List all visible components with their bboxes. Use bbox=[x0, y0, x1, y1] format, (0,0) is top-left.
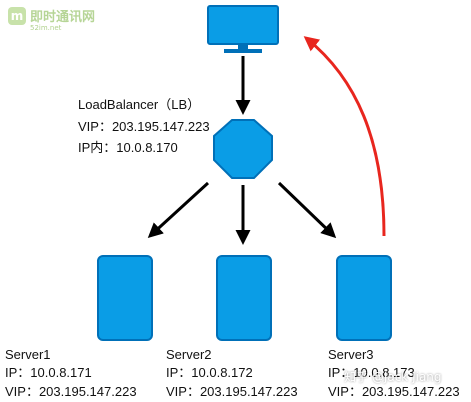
watermark-name: 即时通讯网 bbox=[30, 10, 96, 25]
lb-internal-ip: IP内：10.0.8.170 bbox=[78, 140, 178, 155]
server2-name: Server2 bbox=[166, 347, 212, 362]
server1-name: Server1 bbox=[5, 347, 51, 362]
server1-vip: VIP：203.195.147.223 bbox=[5, 384, 137, 399]
watermark-zhihu: 知乎 @Jack Jiang bbox=[344, 370, 442, 384]
server3-vip: VIP：203.195.147.223 bbox=[328, 384, 460, 399]
watermark-logo: m 即时通讯网 bbox=[8, 6, 95, 25]
server2-ip: IP：10.0.8.172 bbox=[166, 365, 253, 380]
return-arrow-server3-to-client bbox=[303, 36, 386, 237]
arrow-lb-to-server1 bbox=[147, 181, 210, 239]
server1-ip: IP：10.0.8.171 bbox=[5, 365, 92, 380]
server3-ip: IP：10.0.8.173 bbox=[328, 365, 415, 380]
server2-icon bbox=[216, 255, 272, 341]
server3-icon bbox=[336, 255, 392, 341]
watermark-badge-icon: m bbox=[8, 6, 26, 25]
watermark-url: 52im.net bbox=[30, 24, 62, 32]
server1-icon bbox=[97, 255, 153, 341]
arrow-lb-to-server3 bbox=[277, 181, 337, 239]
lb-title: LoadBalancer（LB） bbox=[78, 97, 201, 112]
load-balancer-octagon-icon bbox=[213, 119, 273, 179]
server2-vip: VIP：203.195.147.223 bbox=[166, 384, 298, 399]
client-monitor-icon bbox=[207, 5, 279, 53]
server3-name: Server3 bbox=[328, 347, 374, 362]
lb-vip: VIP：203.195.147.223 bbox=[78, 119, 210, 134]
